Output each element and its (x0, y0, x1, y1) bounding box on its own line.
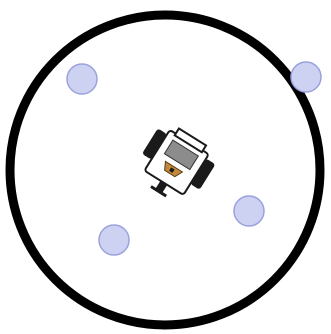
marker-bottom-left (99, 225, 129, 255)
marker-top-right (291, 62, 321, 92)
marker-center-right (234, 196, 264, 226)
marker-top-left (67, 64, 97, 94)
